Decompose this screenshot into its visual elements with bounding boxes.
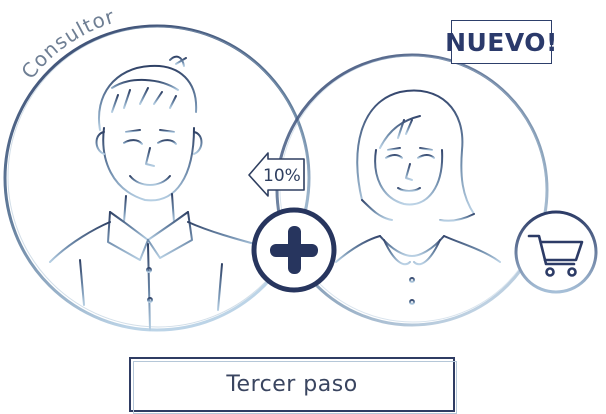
consultant-label: Consultor [16,4,117,84]
plus-icon [270,226,318,274]
cart-button[interactable] [514,210,598,294]
step-button[interactable]: Tercer paso [129,357,457,414]
consultant-man-sketch [49,55,263,331]
new-badge: NUEVO! [445,20,557,64]
discount-text: 10% [263,166,301,186]
arrow-left-icon [248,152,305,197]
new-customer-woman-sketch [335,89,501,321]
shopping-cart-icon [527,234,584,277]
consultant-circle [3,24,311,332]
discount-arrow: 10% [248,152,305,197]
add-button[interactable] [251,207,337,293]
step-label: Tercer paso [226,372,358,397]
